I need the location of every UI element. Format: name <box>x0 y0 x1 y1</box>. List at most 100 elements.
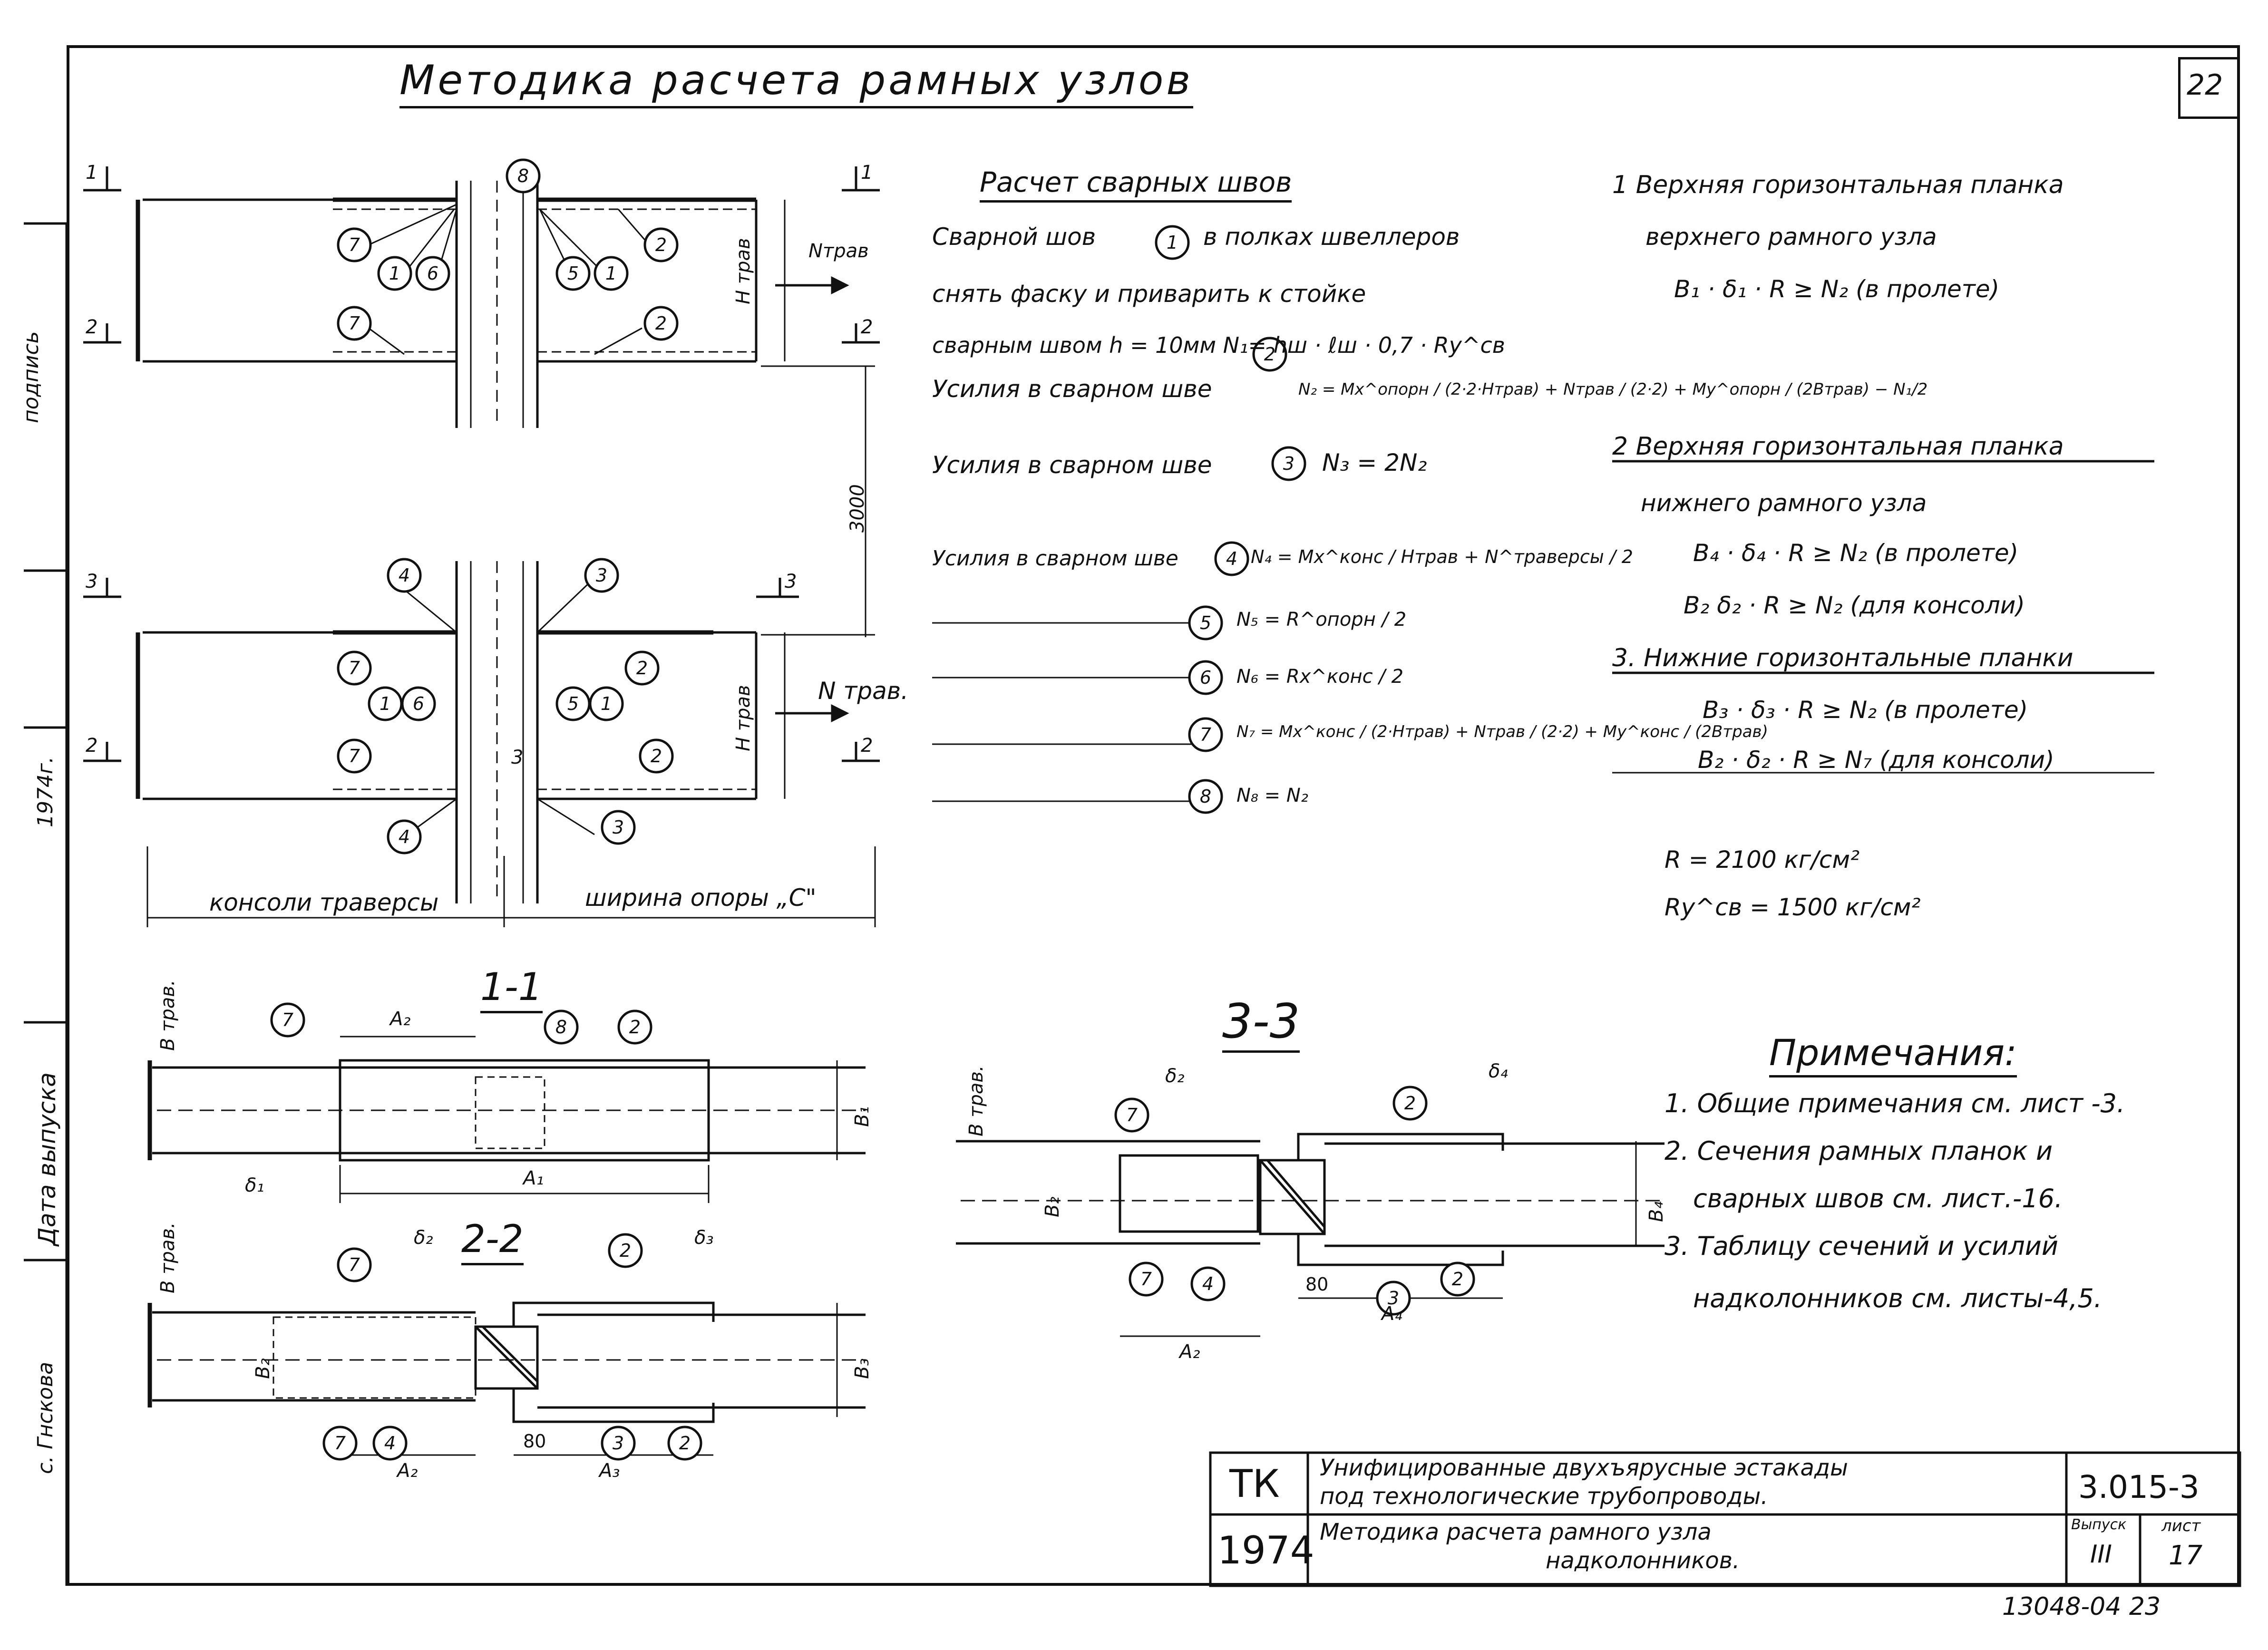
svg-text:1: 1 <box>1167 232 1178 253</box>
dim-d4: δ₄ <box>1489 1060 1508 1082</box>
svg-text:3: 3 <box>613 817 624 838</box>
note-3: 3. Таблицу сечений и усилий <box>1664 1231 2058 1261</box>
svg-text:3: 3 <box>1283 453 1295 474</box>
b-trav-33: В трав. <box>965 1065 987 1136</box>
plank-heading-1: 1 Верхняя горизонтальная планка <box>1612 171 2064 199</box>
note-2b: сварных швов см. лист.-16. <box>1693 1184 2063 1213</box>
plank-eq-3a: В₃ · δ₃ · R ≥ N₂ (в пролете) <box>1703 696 2028 724</box>
plank-heading-3: 3. Нижние горизонтальные планки <box>1612 644 2073 672</box>
svg-text:8: 8 <box>555 1017 567 1038</box>
svg-text:2: 2 <box>636 658 648 679</box>
plank-eq-2b: В₂ δ₂ · R ≥ N₂ (для консоли) <box>1684 592 2025 619</box>
mark-2-mid-right: 2 <box>861 735 873 757</box>
svg-text:3: 3 <box>1388 1288 1399 1309</box>
note-2: 2. Сечения рамных планок и <box>1664 1136 2053 1166</box>
svg-text:7: 7 <box>334 1433 346 1454</box>
h-trav-top: H трав <box>732 238 754 304</box>
mark-1-top-right: 1 <box>861 162 873 184</box>
svg-text:1: 1 <box>605 263 617 284</box>
svg-text:6: 6 <box>1200 667 1211 688</box>
mark-3-left: 3 <box>86 571 98 592</box>
svg-text:2: 2 <box>651 746 662 767</box>
svg-text:4: 4 <box>399 826 410 847</box>
plank-heading-2b: нижнего рамного узла <box>1641 489 1927 517</box>
plank-heading-1b: верхнего рамного узла <box>1645 223 1937 251</box>
stamp-issue-label: Выпуск <box>2071 1516 2127 1533</box>
stamp-org: ТК <box>1229 1462 1280 1506</box>
stamp-year: 1974 <box>1217 1528 1314 1572</box>
svg-text:1: 1 <box>601 693 612 714</box>
support-width-label: ширина опоры „С" <box>585 884 817 912</box>
dim-b4: В₄ <box>1645 1201 1667 1222</box>
svg-text:2: 2 <box>679 1433 691 1454</box>
dim-b2-33: В₂ <box>1042 1196 1063 1217</box>
formula-n6: N₆ = Rx^конс / 2 <box>1236 666 1404 688</box>
svg-text:7: 7 <box>349 1254 360 1275</box>
console-traverse-label: консоли траверсы <box>209 889 439 916</box>
svg-text:2: 2 <box>1404 1093 1416 1114</box>
dim-b2-22: В₂ <box>252 1358 274 1379</box>
mark-1-top-left: 1 <box>86 162 98 184</box>
plank-Ry: Rу^св = 1500 кг/см² <box>1664 893 1921 921</box>
svg-text:8: 8 <box>1200 786 1211 807</box>
column-mark-3: 3 <box>511 747 524 768</box>
dim-d2-22: δ₂ <box>414 1227 433 1249</box>
dim-80-33: 80 <box>1305 1274 1329 1295</box>
calc-line-4: Усилия в сварном шве <box>932 375 1212 403</box>
calc-line-3: сварным швом h = 10мм N₁= hш · ℓш · 0,7 … <box>932 332 1505 358</box>
dim-a3: А₃ <box>599 1460 620 1482</box>
stamp-sheet-label: лист <box>2161 1516 2201 1535</box>
dim-d2-33: δ₂ <box>1165 1065 1185 1087</box>
svg-text:7: 7 <box>1200 724 1211 745</box>
svg-text:7: 7 <box>1140 1269 1152 1290</box>
dim-d3: δ₃ <box>694 1227 714 1249</box>
svg-text:5: 5 <box>1200 612 1211 633</box>
svg-text:1: 1 <box>380 693 391 714</box>
mark-2-top-right: 2 <box>861 316 873 338</box>
svg-text:6: 6 <box>413 693 424 714</box>
dim-a2-11: А₂ <box>390 1008 411 1030</box>
formula-n8: N₈ = N₂ <box>1236 785 1308 806</box>
plank-heading-2: 2 Верхняя горизонтальная планка <box>1612 432 2064 461</box>
svg-text:2: 2 <box>655 313 667 334</box>
stamp-sheet: 17 <box>2169 1540 2203 1571</box>
dim-b1: В₁ <box>851 1106 873 1127</box>
plank-eq-2a: В₄ · δ₄ · R ≥ N₂ (в пролете) <box>1693 539 2019 567</box>
stamp-sheet-title-2: надколонников. <box>1546 1547 1740 1574</box>
formula-n4: N₄ = Mx^конс / Hтрав + N^траверсы / 2 <box>1251 546 1633 567</box>
svg-text:2: 2 <box>1264 344 1275 365</box>
plank-eq-1: В₁ · δ₁ · R ≥ N₂ (в пролете) <box>1674 275 2000 303</box>
svg-text:7: 7 <box>349 313 360 334</box>
svg-text:3: 3 <box>613 1433 624 1454</box>
formula-n2: N₂ = Mx^опорн / (2·2·Hтрав) + Nтрав / (2… <box>1298 380 1928 399</box>
b-trav-22: В трав. <box>157 1222 179 1293</box>
h-trav-bottom: H трав <box>732 685 754 751</box>
notes-heading: Примечания: <box>1769 1032 2017 1078</box>
dim-a2-33: А₂ <box>1179 1341 1200 1363</box>
dim-a4: А₄ <box>1382 1303 1402 1325</box>
svg-text:8: 8 <box>517 165 529 186</box>
formula-n3: N₃ = 2N₂ <box>1322 449 1427 476</box>
svg-text:2: 2 <box>629 1017 641 1038</box>
section-2-2-title: 2-2 <box>461 1217 524 1265</box>
svg-text:4: 4 <box>1202 1273 1214 1294</box>
sheet-number: 22 <box>2187 68 2223 102</box>
calc-line-6: Усилия в сварном шве <box>932 546 1178 571</box>
plank-eq-3b: В₂ · δ₂ · R ≥ N₇ (для консоли) <box>1698 746 2054 774</box>
note-1: 1. Общие примечания см. лист -3. <box>1664 1088 2125 1118</box>
svg-text:5: 5 <box>567 263 579 284</box>
svg-text:3: 3 <box>596 565 607 586</box>
stamp-project-1: Унифицированные двухъярусные эстакады <box>1320 1455 1848 1481</box>
mark-3-right: 3 <box>785 571 797 592</box>
stamp-code: 3.015-3 <box>2078 1469 2200 1505</box>
stamp-project-2: под технологические трубопроводы. <box>1320 1483 1768 1510</box>
page-title: Методика расчета рамных узлов <box>399 57 1194 108</box>
svg-text:6: 6 <box>427 263 438 284</box>
dim-80-22: 80 <box>523 1431 546 1452</box>
svg-text:7: 7 <box>349 746 360 767</box>
note-3b: надколонников см. листы-4,5. <box>1693 1283 2102 1313</box>
svg-text:7: 7 <box>1126 1105 1138 1126</box>
formula-n5: N₅ = R^опорн / 2 <box>1236 609 1407 631</box>
calc-line-5: Усилия в сварном шве <box>932 451 1212 479</box>
